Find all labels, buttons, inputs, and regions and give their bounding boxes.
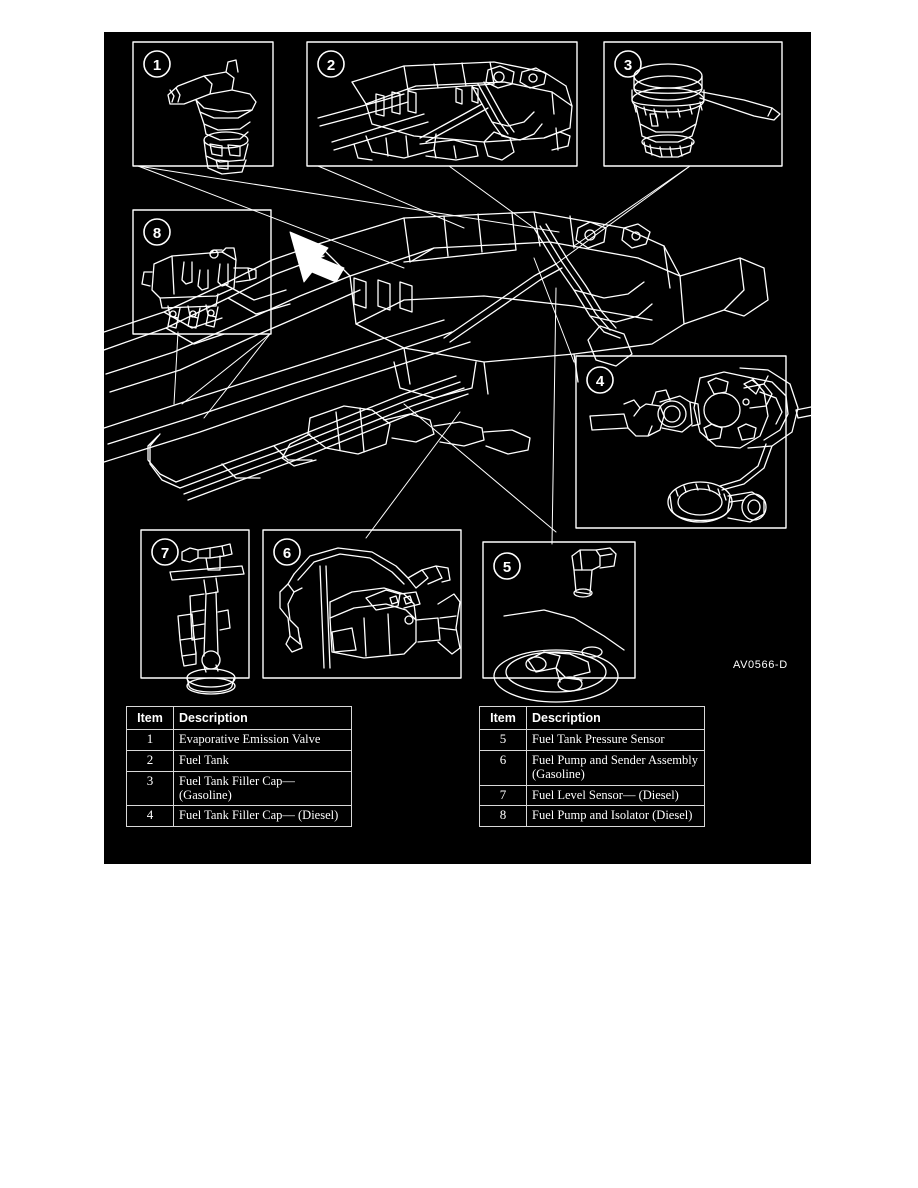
panel-2-frame: 2 (306, 41, 578, 167)
callout-panel-5[interactable] (483, 542, 635, 678)
item-number: 7 (479, 784, 527, 807)
item-description: Fuel Tank Filler Cap— (Diesel) (173, 805, 352, 828)
svg-text:2: 2 (327, 57, 335, 74)
panel-3-drawing (631, 63, 781, 158)
panel-6-frame: 6 (262, 529, 462, 679)
callout-panel-7[interactable] (141, 530, 249, 678)
svg-text:3: 3 (624, 57, 632, 74)
item-description: Evaporative Emission Valve (173, 729, 352, 752)
item-number: 1 (126, 729, 174, 752)
item-description: Fuel Tank Pressure Sensor (526, 729, 705, 752)
panel-1-drawing (167, 59, 257, 175)
table-row: 5 Fuel Tank Pressure Sensor (479, 729, 705, 752)
table-header-row: Item Description (479, 705, 705, 731)
panel-8-drawing (141, 247, 257, 329)
item-description: Fuel Tank (173, 750, 352, 772)
technical-line-drawing: 1 2 (104, 41, 811, 703)
svg-text:7: 7 (161, 545, 169, 562)
svg-text:6: 6 (283, 545, 291, 562)
parts-table-left: Item Description 1 Evaporative Emission … (126, 705, 352, 828)
item-number: 2 (126, 750, 174, 772)
table-row: 1 Evaporative Emission Valve (126, 729, 352, 752)
panel-1-frame: 1 (132, 41, 274, 167)
column-header-description: Description (173, 705, 352, 731)
callout-panel-4[interactable] (576, 356, 786, 528)
callout-panel-6[interactable] (263, 530, 461, 678)
panel-4-frame: 4 (575, 355, 787, 529)
table-row: 8 Fuel Pump and Isolator (Diesel) (479, 805, 705, 828)
column-header-item: Item (479, 705, 527, 731)
item-number: 8 (479, 805, 527, 828)
panel-7-drawing (169, 543, 245, 695)
item-number: 5 (479, 729, 527, 752)
chassis-underbody (104, 211, 769, 501)
forward-direction-arrow (289, 231, 345, 283)
svg-text:8: 8 (153, 225, 161, 242)
table-row: 7 Fuel Level Sensor— (Diesel) (479, 784, 705, 807)
panel-4-drawing (589, 367, 811, 523)
item-description: Fuel Pump and Isolator (Diesel) (526, 805, 705, 828)
panel-3-frame: 3 (603, 41, 783, 167)
callout-panel-1[interactable] (133, 42, 273, 166)
callout-panel-8[interactable] (133, 210, 271, 334)
column-header-description: Description (526, 705, 705, 731)
svg-text:4: 4 (596, 373, 605, 390)
parts-table-right: Item Description 5 Fuel Tank Pressure Se… (479, 705, 705, 828)
table-row: 2 Fuel Tank (126, 750, 352, 772)
panel-5-drawing (493, 547, 625, 703)
panel-2-drawing (317, 61, 573, 161)
svg-text:1: 1 (153, 57, 161, 74)
leader-lines (137, 165, 691, 545)
item-number: 6 (479, 750, 527, 786)
figure-reference-code: AV0566-D (733, 659, 788, 671)
panel-8-frame: 8 (132, 209, 272, 335)
item-number: 4 (126, 805, 174, 828)
table-row: 3 Fuel Tank Filler Cap— (Gasoline) (126, 770, 352, 807)
panel-7-frame: 7 (140, 529, 250, 679)
item-description: Fuel Level Sensor— (Diesel) (526, 784, 705, 807)
table-header-row: Item Description (126, 705, 352, 731)
item-description: Fuel Tank Filler Cap— (Gasoline) (173, 770, 352, 807)
item-number: 3 (126, 770, 174, 807)
column-header-item: Item (126, 705, 174, 731)
callout-panel-3[interactable] (604, 42, 782, 166)
table-row: 4 Fuel Tank Filler Cap— (Diesel) (126, 805, 352, 828)
panel-6-drawing (279, 547, 461, 669)
item-description: Fuel Pump and Sender Assembly (Gasoline) (526, 750, 705, 786)
callout-panel-2[interactable] (307, 42, 577, 166)
table-row: 6 Fuel Pump and Sender Assembly (Gasolin… (479, 750, 705, 786)
svg-text:5: 5 (503, 559, 511, 576)
